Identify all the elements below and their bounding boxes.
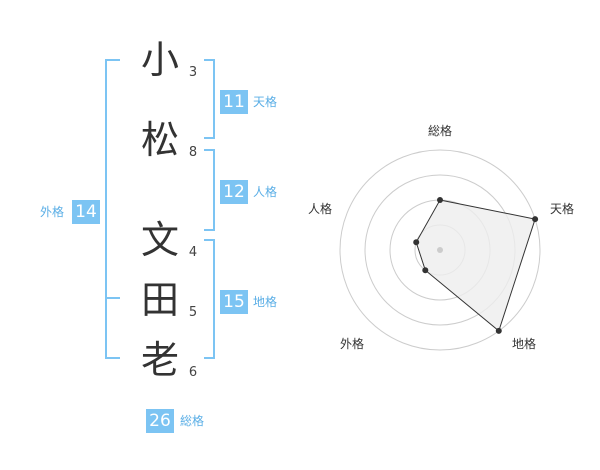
jinkaku-label: 人格 — [253, 185, 278, 199]
name-char-4: 田 — [140, 278, 179, 322]
radar-axis-label-tenkaku: 天格 — [549, 202, 574, 216]
name-char-3: 文 — [140, 218, 179, 262]
radar-points — [413, 197, 539, 334]
chikaku-bracket — [204, 239, 215, 359]
name-char-5: 老 — [140, 338, 179, 382]
radar-point-3 — [422, 267, 429, 274]
gaikaku-value: 14 — [72, 200, 100, 224]
radar-axis-label-soukaku: 総格 — [427, 124, 452, 138]
name-char-2: 松 — [140, 118, 179, 162]
radar-center-dot — [437, 247, 443, 253]
radar-ring-4 — [339, 149, 541, 351]
gaikaku-bracket — [105, 59, 120, 359]
jinkaku-bracket — [204, 149, 215, 231]
stroke-count-1: 3 — [188, 65, 198, 80]
stroke-count-4: 5 — [188, 305, 198, 320]
stroke-count-5: 6 — [188, 365, 198, 380]
radar-point-1 — [532, 216, 539, 223]
stroke-count-2: 8 — [188, 145, 198, 160]
gaikaku-label: 外格 — [40, 205, 65, 219]
tenkaku-label: 天格 — [253, 95, 278, 109]
tenkaku-bracket — [204, 59, 215, 139]
chikaku-value: 15 — [220, 290, 248, 314]
soukaku-value: 26 — [146, 409, 174, 433]
radar-point-2 — [495, 327, 502, 334]
stroke-count-3: 4 — [188, 245, 198, 260]
radar-axis-label-jinkaku: 人格 — [307, 202, 332, 216]
radar-chart — [339, 149, 541, 351]
name-char-1: 小 — [140, 38, 179, 82]
soukaku-label: 総格 — [180, 414, 205, 428]
chikaku-label: 地格 — [253, 295, 278, 309]
radar-point-0 — [437, 197, 443, 203]
radar-axis-label-chikaku: 地格 — [511, 337, 536, 351]
tenkaku-value: 11 — [220, 90, 248, 114]
radar-polygon — [415, 199, 536, 332]
radar-point-4 — [413, 239, 420, 246]
jinkaku-value: 12 — [220, 180, 248, 204]
radar-axis-label-gaikaku: 外格 — [339, 337, 364, 351]
